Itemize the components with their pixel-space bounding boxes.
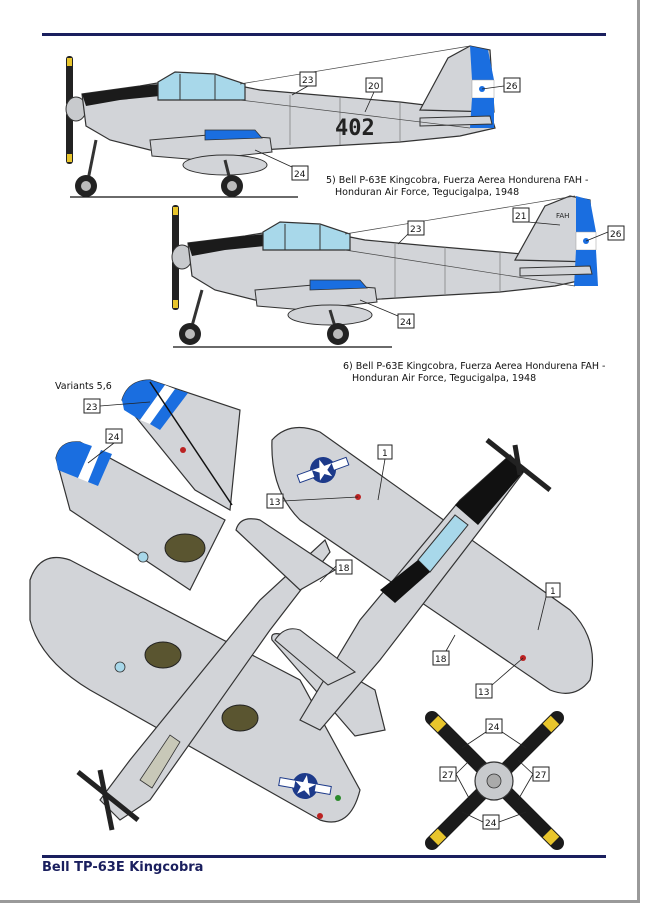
callout-26-profile6: 26: [585, 225, 625, 242]
callout-27-prop-right: 27: [517, 759, 550, 801]
profile-5-serial: 402: [335, 116, 375, 141]
callout-1-top: 1: [377, 444, 393, 501]
callout-24-profile6: 24: [359, 299, 415, 329]
top-rule: [42, 33, 606, 36]
svg-text:23: 23: [302, 76, 313, 86]
svg-text:24: 24: [488, 723, 500, 733]
callout-26-profile5: 26: [481, 77, 521, 93]
callout-24-profile5: 24: [254, 149, 309, 181]
svg-text:23: 23: [410, 225, 421, 235]
callout-18-wing: 18: [432, 634, 456, 666]
svg-text:24: 24: [108, 433, 120, 443]
svg-text:26: 26: [610, 230, 622, 240]
bottom-rule: [42, 855, 606, 858]
svg-text:1: 1: [382, 449, 388, 459]
profile-5-aircraft: 402: [65, 45, 496, 198]
svg-text:21: 21: [515, 212, 526, 222]
svg-text:24: 24: [400, 318, 412, 328]
callout-27-prop-left: 27: [439, 759, 471, 801]
profile-6-fin-text: FAH: [556, 212, 569, 220]
svg-text:27: 27: [442, 771, 453, 781]
callout-13-top: 13: [266, 493, 359, 509]
callout-23-profile6: 23: [397, 220, 425, 245]
wing-tip-details: [55, 379, 241, 591]
callout-24-wingtip: 24: [87, 428, 123, 464]
footer-title: Bell TP-63E Kingcobra: [42, 860, 204, 875]
svg-text:18: 18: [435, 655, 447, 665]
plan-view-topside: [271, 426, 594, 731]
svg-text:18: 18: [338, 564, 350, 574]
callout-13-wing: 13: [475, 657, 524, 699]
callout-23-profile5: 23: [291, 71, 317, 96]
svg-text:24: 24: [294, 170, 306, 180]
svg-text:1: 1: [550, 587, 556, 597]
callout-23-wingtip: 23: [83, 398, 151, 414]
profile-6-aircraft: FAH: [171, 195, 598, 348]
callout-1-wing: 1: [537, 582, 561, 631]
profile-5-caption: 5) Bell P-63E Kingcobra, Fuerza Aerea Ho…: [326, 175, 589, 198]
callout-21-profile6: 21: [512, 207, 561, 226]
callout-24-prop-bottom: 24: [461, 811, 527, 830]
svg-text:27: 27: [535, 771, 546, 781]
svg-text:13: 13: [269, 498, 280, 508]
svg-text:24: 24: [485, 819, 497, 829]
svg-text:13: 13: [478, 688, 489, 698]
svg-text:20: 20: [368, 82, 380, 92]
svg-text:26: 26: [506, 82, 518, 92]
callout-18-top: 18: [319, 559, 353, 583]
callout-20-profile5: 20: [364, 77, 383, 113]
variants-label: Variants 5,6: [55, 381, 112, 392]
propeller-detail: [425, 711, 564, 850]
profile-6-caption: 6) Bell P-63E Kingcobra, Fuerza Aerea Ho…: [343, 361, 606, 384]
callout-24-prop-top: 24: [461, 718, 527, 749]
svg-text:23: 23: [86, 403, 97, 413]
